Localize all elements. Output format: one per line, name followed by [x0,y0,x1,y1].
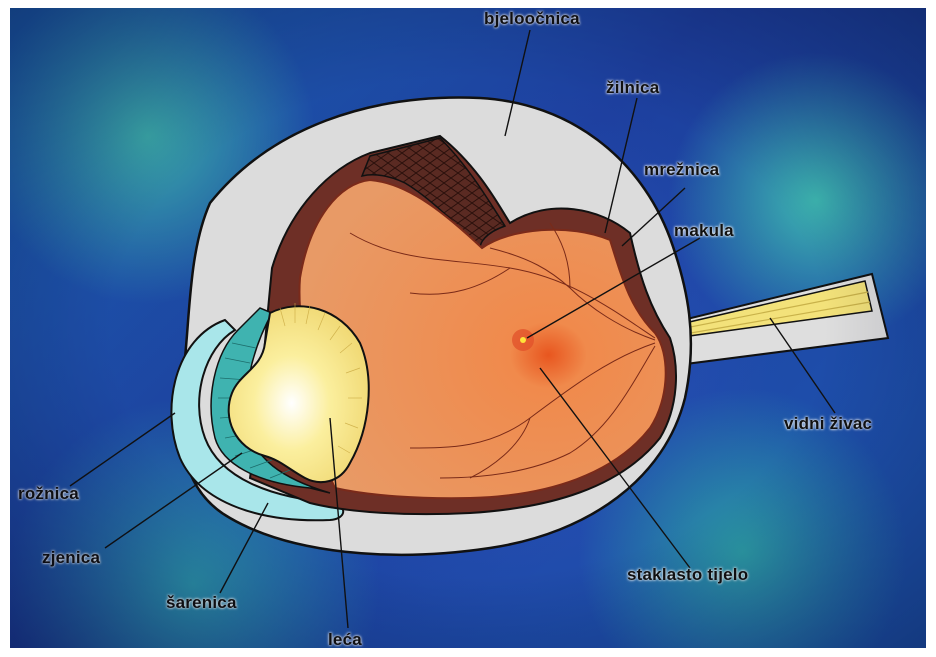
label-macula: makula [674,221,734,241]
label-optic-nerve: vidni živac [784,414,872,434]
label-vitreous-body: staklasto tijelo [627,565,748,585]
label-iris: šarenica [166,593,237,613]
label-lens: leća [328,630,362,648]
eye-cross-section-diagram [10,8,926,648]
diagram-background: bjeloočnica žilnica mrežnica makula vidn… [10,8,926,648]
label-choroid: žilnica [606,78,659,98]
label-retina: mrežnica [644,160,719,180]
label-sclera: bjeloočnica [484,9,580,29]
label-cornea: rožnica [18,484,79,504]
label-pupil: zjenica [42,548,100,568]
